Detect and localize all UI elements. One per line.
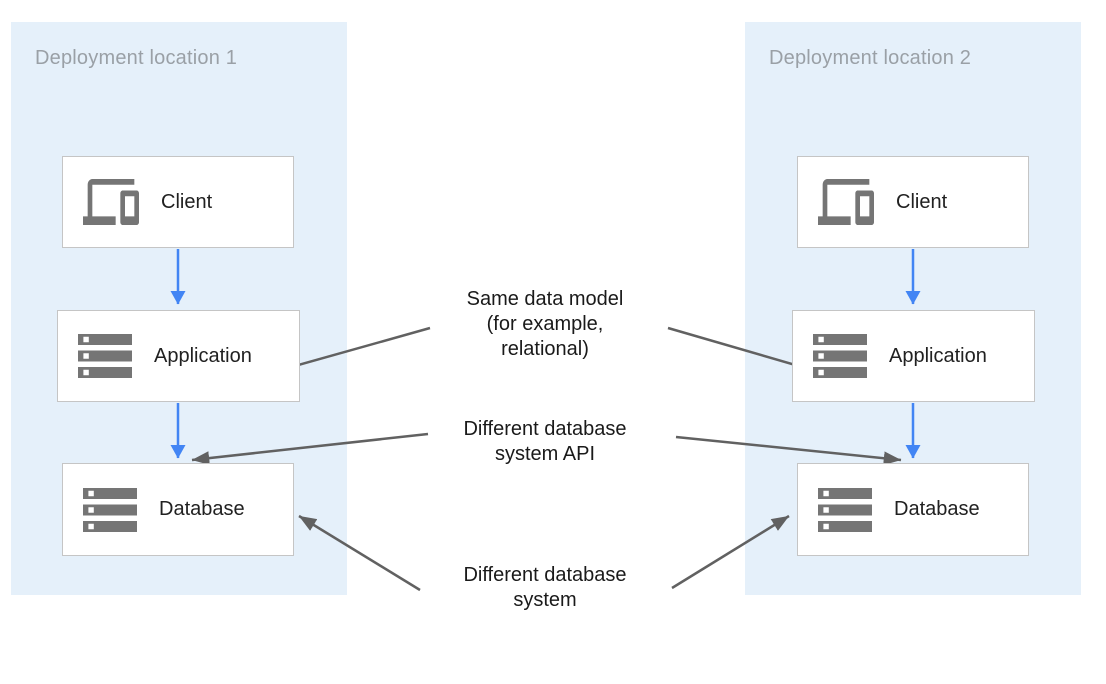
panel-title: Deployment location 1	[35, 47, 238, 69]
panel-title: Deployment location 2	[769, 47, 972, 69]
node-label: Application	[889, 344, 987, 367]
node-label: Client	[161, 190, 213, 213]
node-client-2: Client	[797, 156, 1029, 248]
node-label: Database	[894, 498, 980, 520]
storage-icon	[813, 334, 867, 378]
storage-icon	[83, 487, 137, 532]
annotation-same-data-model: Same data model (for example, relational…	[466, 288, 624, 360]
storage-icon	[818, 487, 872, 532]
devices-icon	[83, 179, 139, 225]
annotation-different-db-system: Different database system	[463, 564, 627, 611]
node-database-1: Database	[62, 463, 294, 556]
node-application-2: Application	[792, 310, 1035, 402]
node-client-1: Client	[62, 156, 294, 248]
node-application-1: Application	[57, 310, 300, 402]
annotation-different-db-api: Different database system API	[463, 418, 627, 465]
node-label: Database	[159, 498, 245, 520]
node-label: Application	[154, 344, 252, 367]
storage-icon	[78, 334, 132, 378]
node-label: Client	[896, 190, 948, 213]
devices-icon	[818, 179, 874, 225]
node-database-2: Database	[797, 463, 1029, 556]
